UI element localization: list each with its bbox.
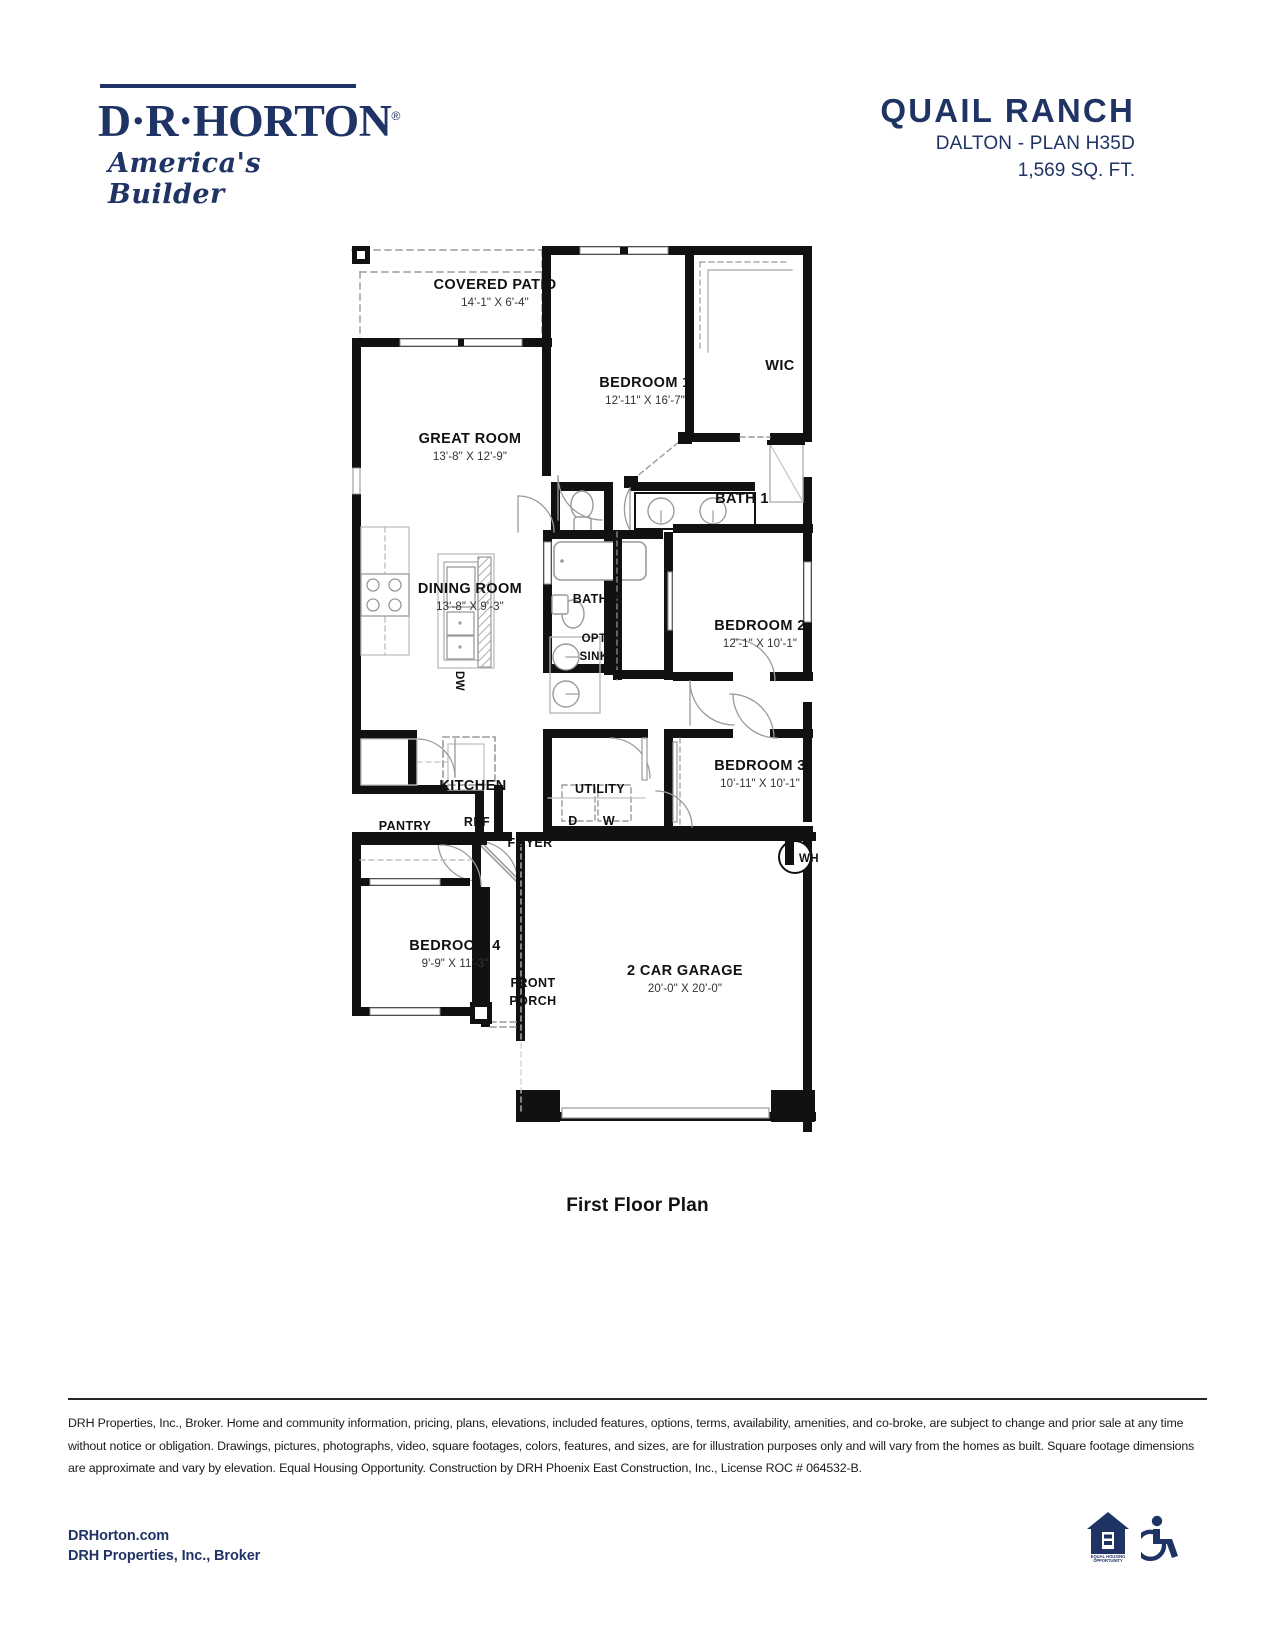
plan-title-block: QUAIL RANCH DALTON - PLAN H35D 1,569 SQ.… [880, 92, 1135, 184]
drhorton-logo: D·R·HORTON® America's Builder [98, 84, 400, 210]
registered-trademark-icon: ® [391, 109, 400, 123]
legal-disclaimer: DRH Properties, Inc., Broker. Home and c… [68, 1416, 1195, 1475]
page-header: D·R·HORTON® America's Builder QUAIL RANC… [0, 0, 1275, 210]
eho-label-line1: EQUAL HOUSING [1091, 1554, 1126, 1559]
community-name: QUAIL RANCH [880, 92, 1135, 129]
footer-divider [68, 1398, 1207, 1400]
footer-icon-group: EQUAL HOUSING OPPORTUNITY [1085, 1510, 1183, 1562]
logo-tagline: America's Builder [108, 148, 262, 210]
floor-plan-drawing: COVERED PATIO 14'-1" X 6'-4" BEDROOM 1 1… [0, 232, 1275, 1192]
drhorton-website-link[interactable]: DRHorton.com [68, 1528, 170, 1544]
accessibility-icon [1141, 1515, 1178, 1562]
plan-square-footage: 1,569 SQ. FT. [1017, 160, 1135, 181]
broker-name: DRH Properties, Inc., Broker [68, 1548, 261, 1564]
floor-plan-caption: First Floor Plan [566, 1195, 709, 1216]
equal-housing-opportunity-icon: EQUAL HOUSING OPPORTUNITY [1087, 1512, 1129, 1562]
floor-plan-svg [351, 246, 816, 1132]
plan-name: DALTON - PLAN H35D [935, 133, 1135, 154]
footer-contact-block: DRHorton.com DRH Properties, Inc., Broke… [68, 1526, 260, 1566]
logo-wordmark: D·R·HORTON® [98, 91, 400, 146]
logo-wordmark-text: D·R·HORTON [98, 96, 392, 146]
eho-label-line2: OPPORTUNITY [1093, 1558, 1123, 1562]
covered-patio-outline [351, 249, 543, 343]
logo-rule [100, 84, 356, 88]
